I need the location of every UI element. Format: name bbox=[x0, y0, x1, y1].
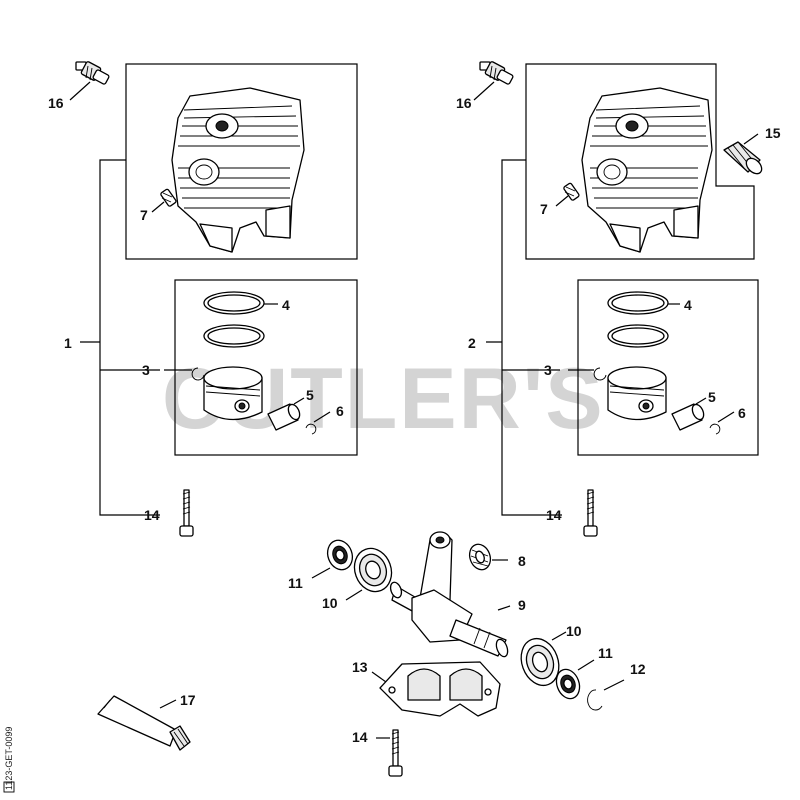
crankcase-half bbox=[379, 661, 501, 717]
spark-plug-right bbox=[479, 61, 514, 85]
piston-right bbox=[607, 366, 667, 421]
callout-7-right: 7 bbox=[540, 201, 548, 217]
callout-7-left: 7 bbox=[140, 207, 148, 223]
valve-left bbox=[160, 188, 177, 207]
callout-5-right: 5 bbox=[708, 389, 716, 405]
callout-8: 8 bbox=[518, 553, 526, 569]
callout-3-left: 3 bbox=[142, 362, 150, 378]
circlip-right bbox=[593, 367, 607, 381]
callout-12: 12 bbox=[630, 661, 646, 677]
piston-box-left bbox=[174, 279, 358, 456]
ball-bearing-right bbox=[520, 637, 560, 687]
callout-4-right: 4 bbox=[684, 297, 692, 313]
callout-6-left: 6 bbox=[336, 403, 344, 419]
callout-2: 2 bbox=[468, 335, 476, 351]
oil-seal-right bbox=[555, 668, 581, 700]
callout-9: 9 bbox=[518, 597, 526, 613]
callout-1: 1 bbox=[64, 335, 72, 351]
callout-11-left: 11 bbox=[288, 575, 303, 591]
cylinder-left bbox=[171, 87, 305, 253]
crankshaft-group bbox=[311, 531, 625, 777]
nipple-15 bbox=[723, 141, 763, 175]
oil-seal-left bbox=[326, 539, 354, 571]
crankshaft bbox=[389, 531, 509, 658]
callout-6-right: 6 bbox=[738, 405, 746, 421]
callout-4-left: 4 bbox=[282, 297, 290, 313]
callout-14-right: 14 bbox=[546, 507, 562, 523]
callout-16-left: 16 bbox=[48, 95, 64, 111]
left-assembly bbox=[69, 61, 358, 537]
cylinder-box-right bbox=[525, 63, 755, 260]
callout-16-right: 16 bbox=[456, 95, 472, 111]
callout-labels: 16 7 4 1 3 5 6 14 16 15 7 4 2 3 5 6 14 8… bbox=[48, 95, 781, 745]
callout-15: 15 bbox=[765, 125, 781, 141]
bracket-left bbox=[80, 159, 160, 516]
piston-left bbox=[203, 366, 263, 421]
callout-10-right: 10 bbox=[566, 623, 582, 639]
callout-3-right: 3 bbox=[544, 362, 552, 378]
valve-right bbox=[563, 182, 580, 201]
grease-tube bbox=[97, 695, 191, 751]
right-assembly bbox=[473, 61, 763, 537]
circlip-12 bbox=[587, 689, 603, 711]
spark-plug-left bbox=[75, 61, 110, 85]
screw-right bbox=[583, 489, 598, 537]
cylinder-right bbox=[581, 87, 713, 253]
circlip-left bbox=[191, 367, 205, 381]
callout-14-bottom: 14 bbox=[352, 729, 368, 745]
screw-left bbox=[179, 489, 194, 537]
drawing-code: 1123-GET-0099 bbox=[4, 727, 14, 790]
callout-10-left: 10 bbox=[322, 595, 338, 611]
callout-14-left: 14 bbox=[144, 507, 160, 523]
bracket-right bbox=[486, 159, 562, 516]
screw-bottom bbox=[388, 729, 403, 777]
needle-cage bbox=[468, 543, 492, 571]
ball-bearing-left bbox=[353, 547, 393, 593]
callout-11-right: 11 bbox=[598, 645, 613, 661]
callout-17: 17 bbox=[180, 692, 196, 708]
callout-13: 13 bbox=[352, 659, 368, 675]
piston-box-right bbox=[577, 279, 759, 456]
cylinder-box-left bbox=[125, 63, 358, 260]
callout-5-left: 5 bbox=[306, 387, 314, 403]
piston-pin-left bbox=[267, 403, 301, 431]
piston-pin-right bbox=[671, 403, 705, 431]
